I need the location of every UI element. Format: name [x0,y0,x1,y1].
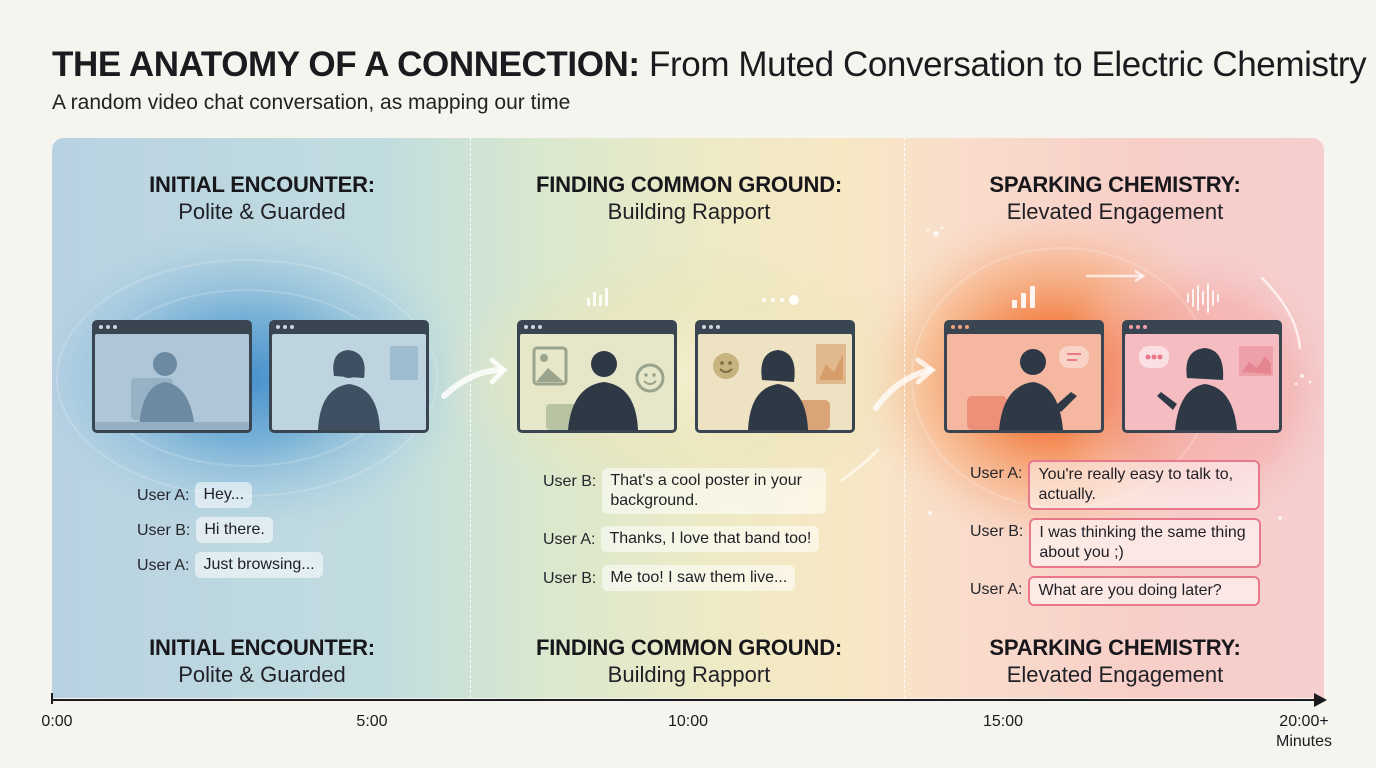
chat-bubble: Thanks, I love that band too! [601,526,820,552]
video-window-user-b-phase-2 [695,320,855,433]
timeline-tick-label: 0:00 [41,713,73,730]
chat-user-label: User B: [970,523,1024,540]
phase-1-title: INITIAL ENCOUNTER: [149,172,375,197]
speech-bubble-icon [1059,346,1089,368]
page-title: THE ANATOMY OF A CONNECTION: From Muted … [52,44,1367,86]
video-window-user-a-phase-2 [517,320,677,433]
arrow-icon [441,367,505,399]
timeline-tick-label: 5:00 [356,713,388,730]
phase-2-subtitle: Building Rapport [607,199,771,224]
chat-user-label: User A: [137,557,190,574]
smiley-icon [635,363,665,393]
timeline-tick-label: 15:00 [982,713,1024,730]
title-rest: From Muted Conversation to Electric Chem… [649,45,1367,84]
conversation-map-panel: INITIAL ENCOUNTER: Polite & Guarded FIND… [52,138,1324,698]
person-silhouette-icon [95,334,249,430]
typing-dots-icon [762,295,799,305]
person-silhouette-icon [272,334,426,430]
video-window-user-a-phase-1 [92,320,252,433]
arrow-icon [873,367,933,411]
chat-user-label: User A: [970,581,1023,598]
chat-bubble: What are you doing later? [1028,576,1261,606]
phase-3-footer: SPARKING CHEMISTRY: Elevated Engagement [955,635,1275,688]
chat-message: User A: Hey... [137,482,253,508]
phase-3-footer-title: SPARKING CHEMISTRY: [989,635,1241,660]
phase-2-footer-subtitle: Building Rapport [607,662,771,687]
chat-user-label: User B: [543,570,597,587]
person-talking-silhouette-icon [1125,334,1279,430]
picture-frame-icon [532,346,568,386]
chat-bubble: Hey... [195,482,253,508]
chat-message: User A: You're really easy to talk to, a… [970,460,1261,510]
chat-user-label: User B: [543,473,597,490]
chat-message: User A: Thanks, I love that band too! [543,526,820,552]
chat-bubble: Just browsing... [195,552,323,578]
phase-1-subtitle: Polite & Guarded [178,199,346,224]
chat-user-label: User A: [543,531,596,548]
signal-bars-icon [1012,286,1035,308]
soundwave-icon [1187,283,1219,313]
person-smiling-silhouette-icon [698,334,852,430]
chat-message: User B: Hi there. [137,517,273,543]
chat-message: User A: Just browsing... [137,552,323,578]
phase-3-title: SPARKING CHEMISTRY: [989,172,1241,197]
chat-user-label: User B: [137,522,191,539]
chat-bubble: You're really easy to talk to, actually. [1028,460,1261,510]
chat-message: User B: I was thinking the same thing ab… [970,518,1262,568]
page-subtitle: A random video chat conversation, as map… [52,91,571,114]
phase-1-heading: INITIAL ENCOUNTER: Polite & Guarded [112,172,412,225]
chat-user-label: User A: [137,487,190,504]
timeline-tick-label: 10:00 [667,713,709,730]
phase-3-heading: SPARKING CHEMISTRY: Elevated Engagement [955,172,1275,225]
title-bold: THE ANATOMY OF A CONNECTION: [52,45,640,84]
phase-1-footer-title: INITIAL ENCOUNTER: [149,635,375,660]
chat-message: User A: What are you doing later? [970,576,1261,606]
person-smiling-silhouette-icon [520,334,674,430]
volume-bars-icon [587,288,608,306]
timeline-tick-label: 20:00+ [1279,713,1329,730]
timeline-unit-label: Minutes [1275,733,1333,750]
chat-message: User B: Me too! I saw them live... [543,565,796,591]
smiley-icon [713,353,739,379]
video-window-user-a-phase-3 [944,320,1104,433]
phase-divider-2 [904,138,905,698]
chat-bubble: That's a cool poster in your background. [602,468,827,514]
phase-2-title: FINDING COMMON GROUND: [535,172,843,197]
phase-2-heading: FINDING COMMON GROUND: Building Rapport [519,172,859,225]
spark-icon [926,226,1312,520]
chat-bubble: I was thinking the same thing about you … [1029,518,1262,568]
chat-bubble: Me too! I saw them live... [602,565,796,591]
axis-arrow-icon [1314,693,1327,707]
phase-2-footer-title: FINDING COMMON GROUND: [535,635,843,660]
chat-message: User B: That's a cool poster in your bac… [543,468,827,514]
phase-2-footer: FINDING COMMON GROUND: Building Rapport [519,635,859,688]
phase-divider-1 [470,138,471,698]
phase-3-footer-subtitle: Elevated Engagement [1006,662,1224,687]
timeline-tick-mark [51,693,53,704]
video-window-user-b-phase-1 [269,320,429,433]
phase-3-subtitle: Elevated Engagement [1006,199,1224,224]
timeline-axis [52,693,1327,707]
phase-1-footer: INITIAL ENCOUNTER: Polite & Guarded [112,635,412,688]
chat-user-label: User A: [970,465,1023,482]
video-window-user-b-phase-3 [1122,320,1282,433]
chat-bubble: Hi there. [196,517,273,543]
phase-1-footer-subtitle: Polite & Guarded [178,662,346,687]
person-talking-silhouette-icon [947,334,1101,430]
